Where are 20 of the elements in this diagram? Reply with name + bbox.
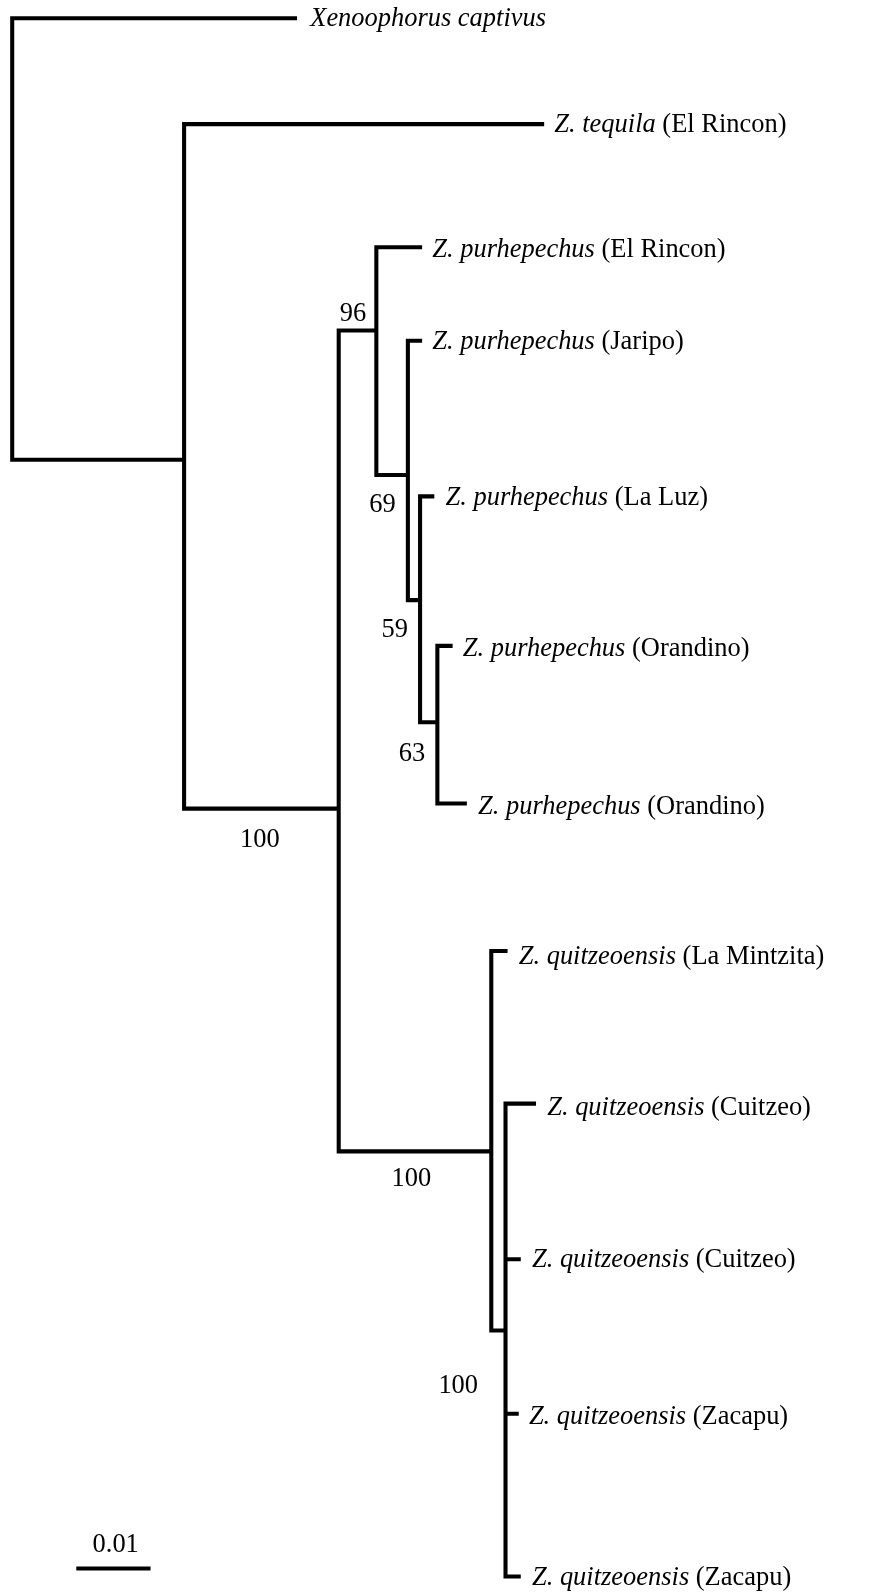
scale-label: 0.01 — [92, 1528, 139, 1560]
taxon-label: Z. purhepechus (La Luz) — [445, 481, 708, 512]
bootstrap-value: 63 — [398, 737, 426, 768]
bootstrap-value: 100 — [438, 1370, 479, 1401]
bootstrap-value: 59 — [381, 613, 408, 644]
bootstrap-value: 69 — [369, 488, 396, 519]
taxon-label: Z. quitzeoensis (Cuitzeo) — [531, 1243, 796, 1275]
taxon-label: Z. quitzeoensis (La Mintzita) — [518, 940, 825, 972]
bootstrap-value: 100 — [240, 823, 280, 855]
taxon-label: Z. quitzeoensis (Zacapu) — [531, 1561, 792, 1592]
taxon-label: Z. purhepechus (Orandino) — [462, 632, 750, 664]
taxon-label: Z. purhepechus (El Rincon) — [432, 233, 726, 265]
taxon-label: Z. quitzeoensis (Cuitzeo) — [547, 1091, 811, 1122]
bootstrap-value: 96 — [339, 298, 367, 329]
taxon-label: Z. quitzeoensis (Zacapu) — [528, 1400, 789, 1432]
bootstrap-value: 100 — [391, 1162, 432, 1194]
taxon-label: Z. purhepechus (Orandino) — [478, 790, 765, 821]
taxon-label: Z. tequila (El Rincon) — [554, 108, 787, 140]
taxon-label: Z. purhepechus (Jaripo) — [432, 325, 684, 356]
taxon-label: Xenoophorus captivus — [310, 3, 546, 34]
